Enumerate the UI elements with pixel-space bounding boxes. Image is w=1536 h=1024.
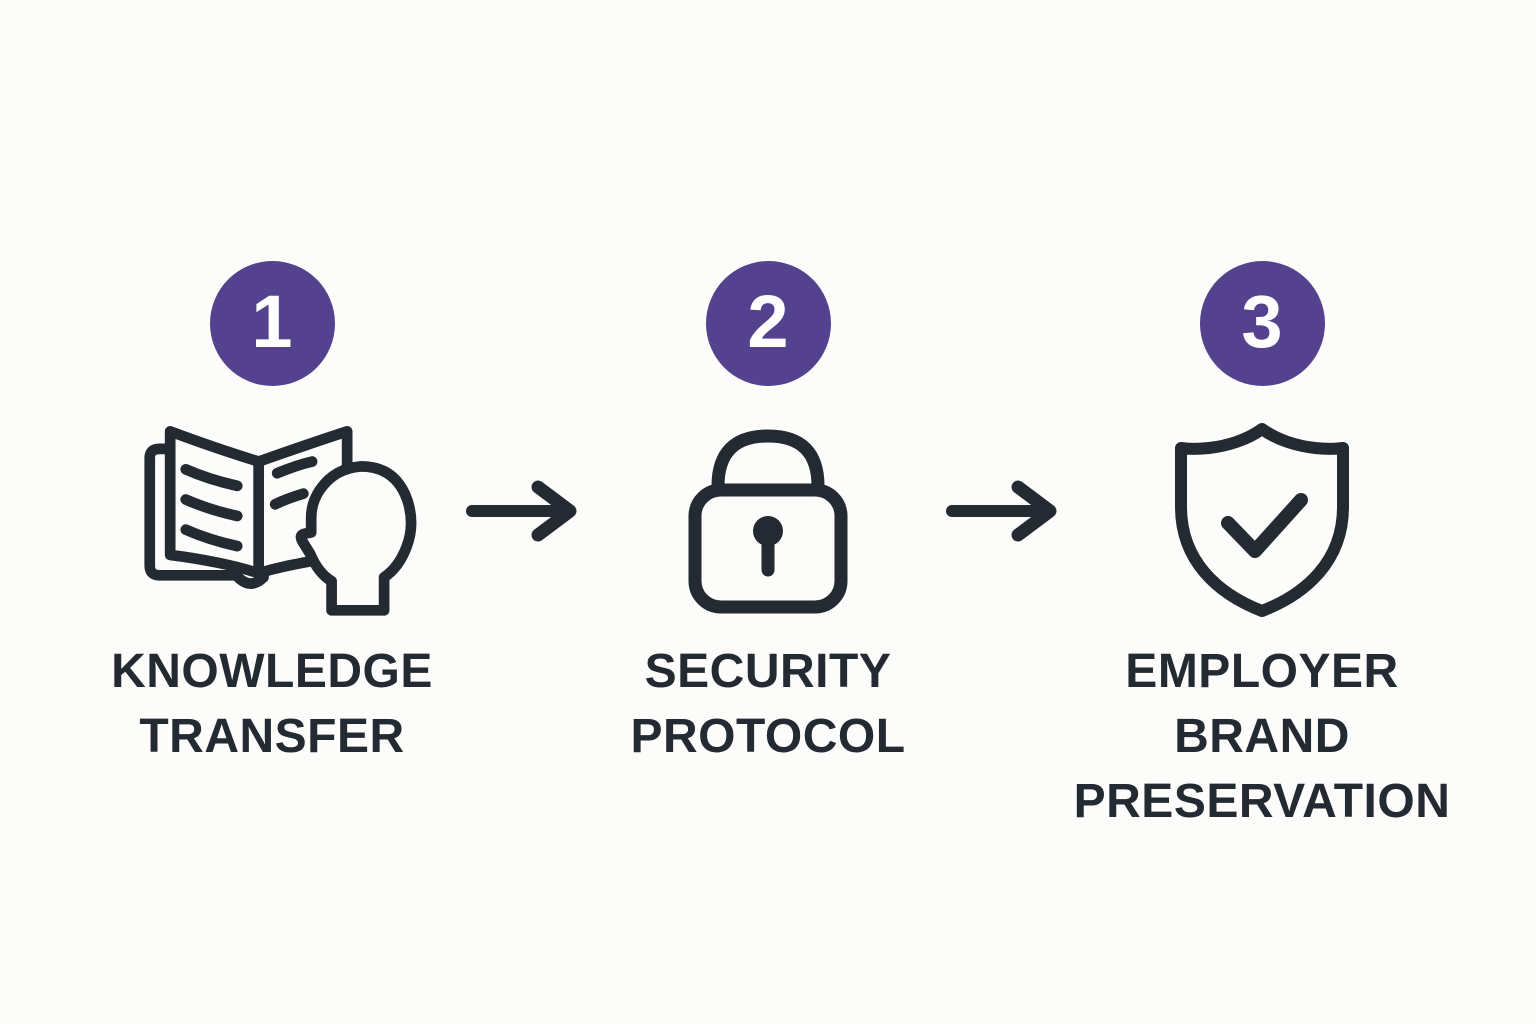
padlock-icon — [687, 413, 849, 619]
step-label-line: KNOWLEDGE — [111, 645, 433, 698]
arrow-right-icon — [944, 479, 1068, 548]
step-label: KNOWLEDGE TRANSFER — [111, 639, 433, 769]
shield-check-icon — [1168, 413, 1356, 619]
step-label: EMPLOYER BRAND PRESERVATION — [1074, 639, 1451, 834]
step-label-line: TRANSFER — [139, 710, 405, 763]
step-number-badge: 1 — [209, 261, 335, 386]
step-label-line: EMPLOYER — [1125, 645, 1399, 698]
book-reader-icon — [107, 413, 437, 619]
step-number: 1 — [251, 280, 293, 363]
step-number: 3 — [1241, 280, 1283, 363]
step-label-line: PRESERVATION — [1073, 775, 1451, 828]
step-employer-brand-preservation: 3 EMPLOYER BRAND PRESERVATION — [1050, 261, 1474, 834]
step-number: 2 — [747, 280, 789, 363]
step-label: SECURITY PROTOCOL — [630, 639, 905, 769]
step-label-line: SECURITY — [644, 645, 892, 698]
step-label-line: BRAND — [1174, 710, 1350, 763]
arrow-right-icon — [464, 479, 588, 548]
step-number-badge: 2 — [705, 261, 831, 386]
step-label-line: PROTOCOL — [630, 710, 906, 763]
step-number-badge: 3 — [1199, 261, 1325, 386]
step-knowledge-transfer: 1 KNOWLEDGE TRANSFER — [60, 261, 484, 769]
step-security-protocol: 2 SECURITY PROTOCOL — [556, 261, 980, 769]
